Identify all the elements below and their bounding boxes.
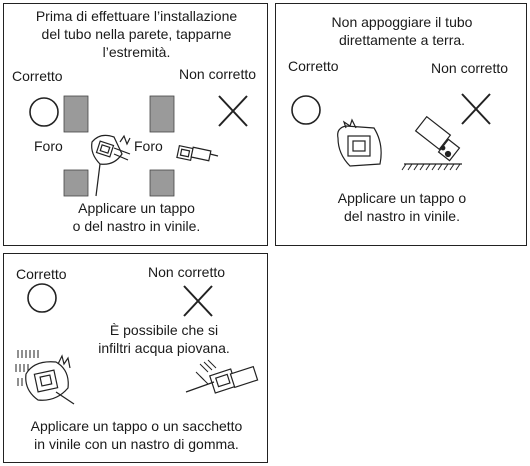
panel-3-warning-line-2: infiltri acqua piovana. (98, 340, 230, 356)
panel-rain-protection: Corretto Non corretto È possibile che si… (3, 253, 268, 463)
panel-2-caption-line-2: del nastro in vinile. (344, 208, 460, 224)
open-pipe-icon (176, 144, 219, 162)
hole-label-right: Foro (134, 138, 163, 154)
correct-circle-icon (291, 95, 321, 125)
correct-circle-icon (29, 97, 59, 127)
panel-2-caption-line-1: Applicare un tappo o (337, 190, 467, 206)
pipe-on-ground-icon (401, 115, 462, 171)
panel-1-title-line-2: del tubo nella parete, tapparne (41, 26, 232, 42)
wall-block-upper-right (149, 95, 175, 133)
panel-3-incorrect-label: Non corretto (148, 264, 226, 280)
rain-lines-right-icon (195, 359, 217, 385)
panel-1-caption-line-2: o del nastro in vinile. (72, 218, 201, 234)
panel-2-incorrect-label: Non corretto (431, 60, 509, 76)
incorrect-cross-icon (218, 95, 248, 127)
wrapped-pipe-icon (337, 118, 382, 167)
panel-1-incorrect-label: Non corretto (179, 66, 257, 82)
wall-installation-illustration (29, 95, 248, 197)
panel-3-caption-line-2: in vinile con un nastro di gomma. (34, 436, 239, 452)
panel-1-title-line-3: l’estremità. (102, 44, 171, 60)
wall-block-upper-left (63, 95, 89, 133)
wall-block-lower-right (149, 169, 175, 197)
panel-3-warning-line-1: È possibile che si (109, 322, 219, 338)
panel-1-caption-line-1: Applicare un tappo (78, 200, 195, 216)
taped-pipe-icon (91, 134, 131, 197)
panel-3-caption-line-1: Applicare un tappo o un sacchetto (30, 418, 243, 434)
rain-protection-illustration (15, 283, 259, 405)
panel-ground-contact: Non appoggiare il tubo direttamente a te… (275, 3, 527, 246)
panel-1-title-line-1: Prima di effettuare l’installazione (35, 8, 238, 24)
panel-2-title-line-1: Non appoggiare il tubo (331, 14, 473, 30)
hole-label-left: Foro (34, 138, 63, 154)
panel-2-title-line-2: direttamente a terra. (338, 32, 466, 48)
panel-1-correct-label: Corretto (12, 68, 63, 84)
panel-wall-installation: Prima di effettuare l’installazione del … (3, 3, 268, 246)
correct-circle-icon (27, 283, 57, 313)
ground-contact-illustration (291, 93, 491, 171)
panel-3-correct-label: Corretto (16, 266, 67, 282)
bagged-pipe-icon (25, 354, 75, 405)
wall-block-lower-left (63, 169, 89, 197)
incorrect-cross-icon (461, 93, 491, 125)
panel-2-correct-label: Corretto (288, 58, 339, 74)
incorrect-cross-icon (183, 285, 213, 317)
rain-lines-left-icon (15, 350, 39, 386)
unprotected-pipe-icon (185, 365, 259, 394)
